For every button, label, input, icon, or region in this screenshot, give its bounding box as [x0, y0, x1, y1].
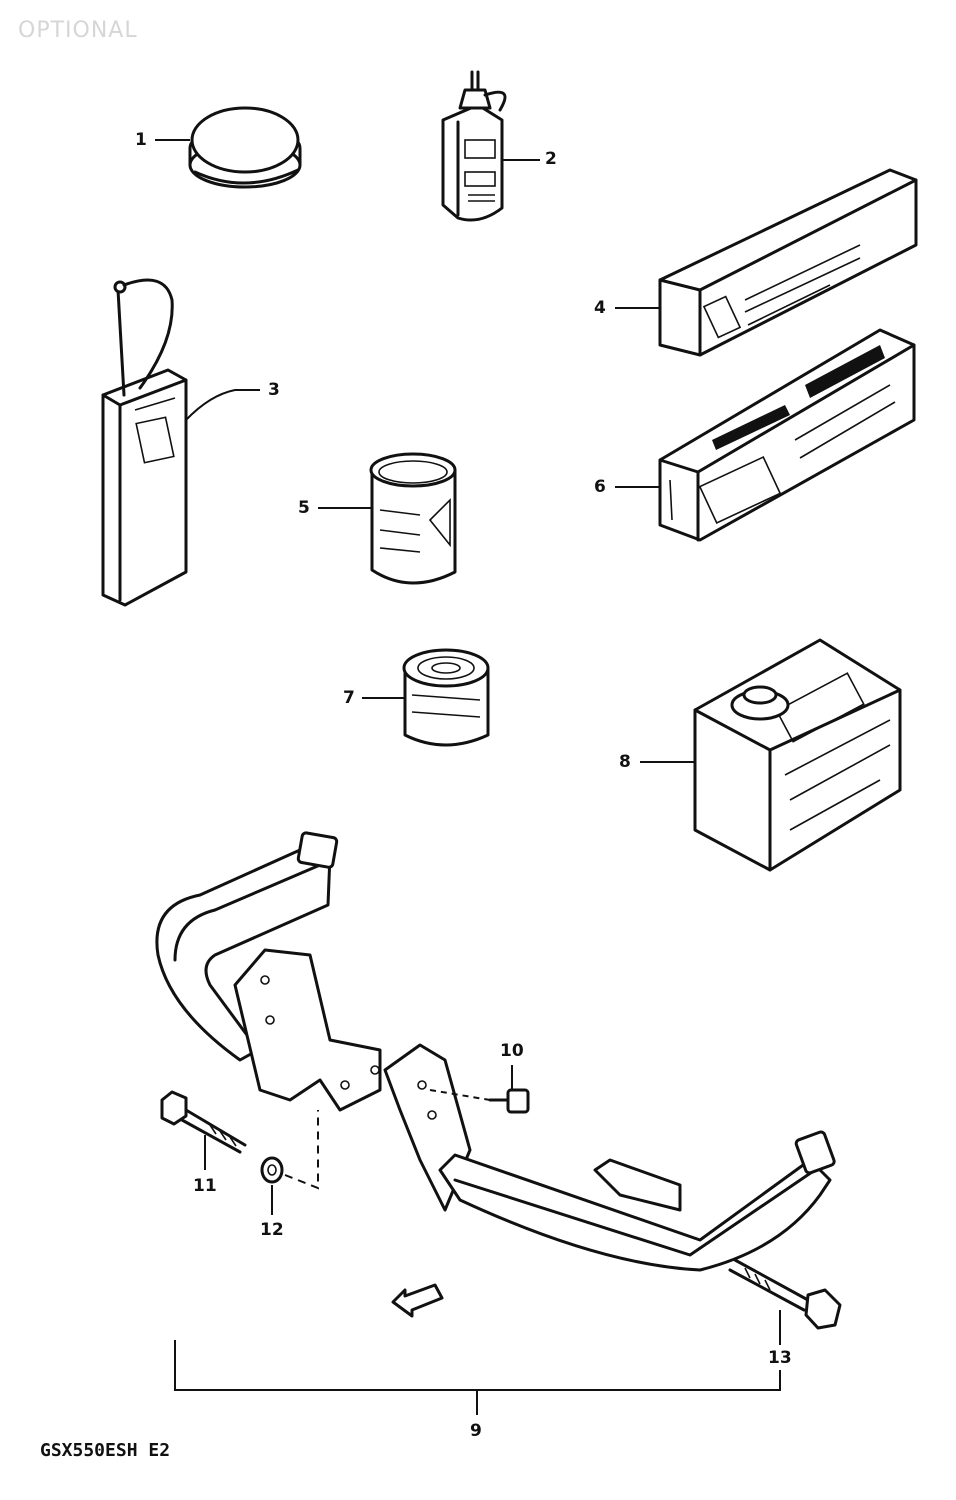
part-13-bolt[interactable]	[728, 1258, 842, 1330]
part-5-can[interactable]	[369, 452, 457, 585]
part-7-tin[interactable]	[402, 648, 490, 747]
part-9-stand-frame[interactable]	[155, 831, 836, 1272]
leader-3	[185, 389, 260, 421]
callout-5: 5	[298, 498, 310, 518]
callout-2: 2	[545, 149, 557, 169]
part-1-cap[interactable]	[188, 106, 302, 189]
leader-12b	[284, 1110, 319, 1190]
part-4-box[interactable]	[658, 168, 918, 357]
front-direction-arrow-icon	[391, 1283, 444, 1318]
part-8-oil-can[interactable]	[693, 638, 902, 872]
bracket-9	[174, 1340, 781, 1391]
callout-11: 11	[193, 1176, 217, 1196]
callout-7: 7	[343, 688, 355, 708]
part-12-washer[interactable]	[260, 1156, 284, 1184]
section-label: OPTIONAL	[18, 18, 138, 43]
callout-8: 8	[619, 752, 631, 772]
callout-10: 10	[500, 1041, 524, 1061]
part-6-box[interactable]	[658, 328, 916, 542]
callout-4: 4	[594, 298, 606, 318]
part-11-bolt[interactable]	[160, 1090, 247, 1154]
callout-6: 6	[594, 477, 606, 497]
callout-9: 9	[470, 1421, 482, 1441]
part-3-pump-can[interactable]	[101, 278, 188, 607]
callout-3: 3	[268, 380, 280, 400]
callout-12: 12	[260, 1220, 284, 1240]
part-10-bolt[interactable]	[488, 1088, 530, 1114]
model-code: GSX550ESH E2	[40, 1440, 171, 1461]
part-2-bottle[interactable]	[441, 70, 507, 222]
callout-1: 1	[135, 130, 147, 150]
callout-13: 13	[768, 1348, 792, 1368]
